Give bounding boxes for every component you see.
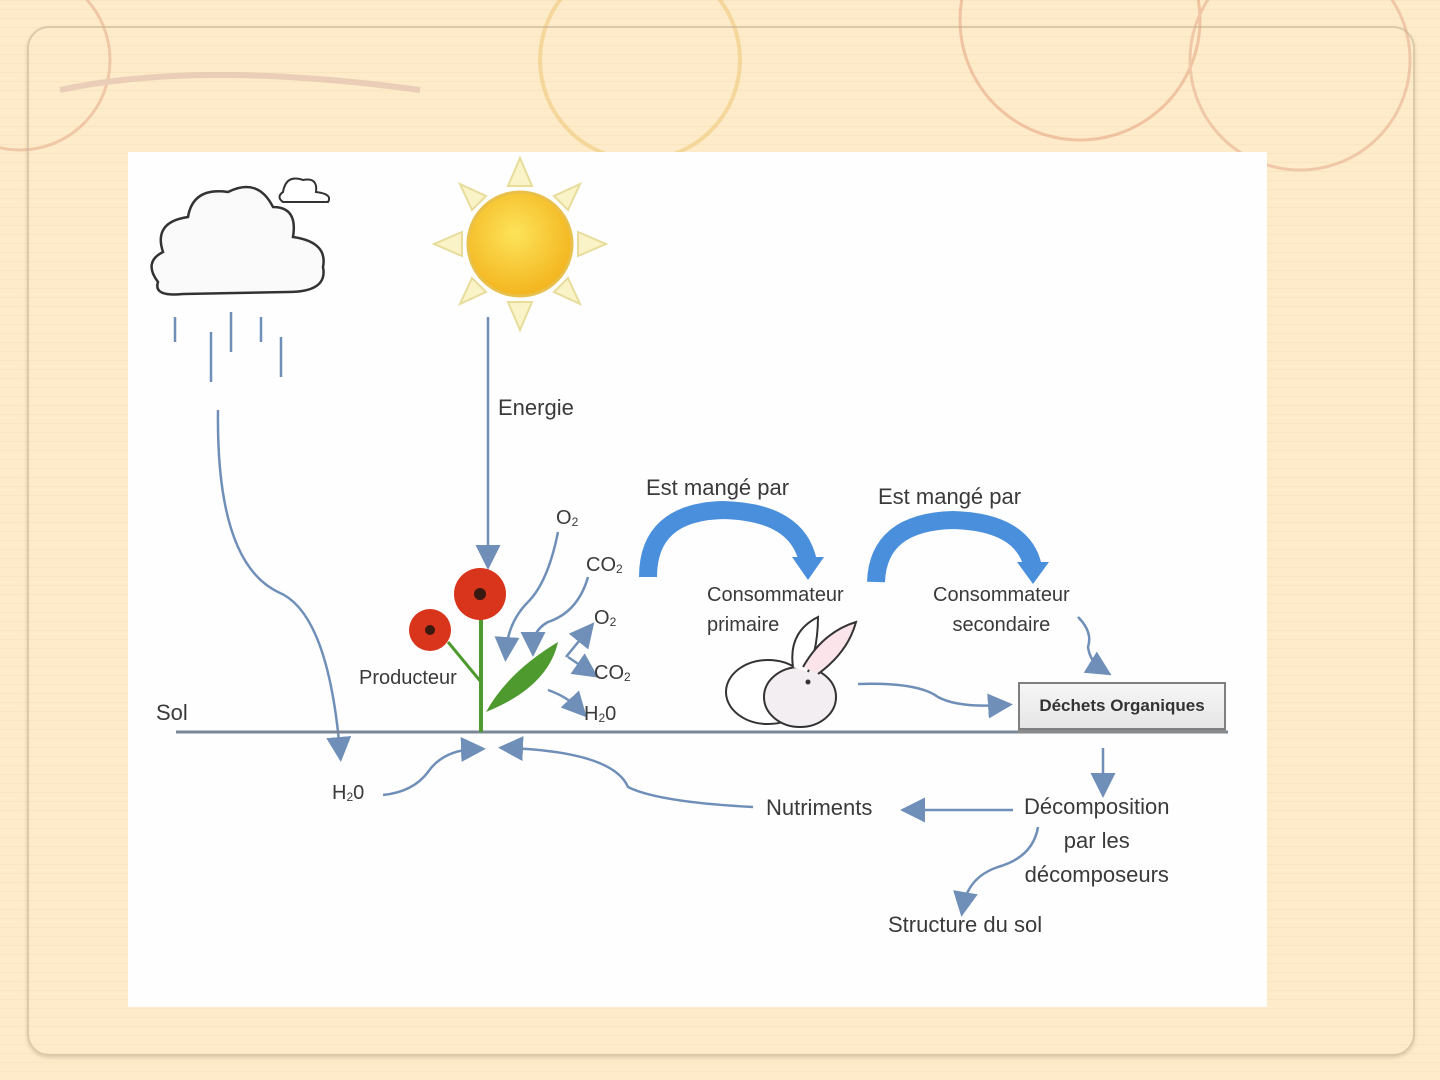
h2o-out-tail: 0	[605, 703, 617, 725]
h2o-soil-tail: 0	[353, 782, 365, 804]
soil-structure-label: Structure du sol	[888, 912, 1043, 937]
h2o-soil-text: H	[332, 782, 347, 804]
eaten-by-label-2: Est mangé par	[878, 484, 1022, 509]
soil-label: Sol	[156, 700, 188, 725]
eaten-by-label-1: Est mangé par	[646, 475, 790, 500]
h2o-soil-label: H20	[332, 782, 364, 805]
o2-out-label: O2	[594, 607, 616, 630]
organic-waste-box: Déchets Organiques	[1018, 682, 1226, 730]
primary-consumer-line-2: primaire	[707, 614, 780, 636]
co2-out-text: CO	[594, 662, 624, 684]
decomposition-line-1: Décomposition	[1024, 794, 1170, 819]
o2-in-text: O	[556, 507, 572, 529]
decomposition-label: Décomposition par les décomposeurs	[1024, 790, 1170, 892]
subscript: 2	[598, 710, 606, 725]
o2-in-label: O2	[556, 507, 578, 530]
nutrients-label: Nutriments	[766, 795, 873, 820]
producer-label: Producteur	[359, 667, 457, 689]
rain-cloud-icon	[150, 177, 331, 382]
eaten-by-arrow-2	[867, 510, 1042, 583]
slide-frame	[27, 26, 1415, 1056]
secondary-consumer-line-2: secondaire	[952, 614, 1051, 636]
energy-label: Energie	[498, 395, 574, 420]
ecosystem-diagram: Energie Est mangé par Est mangé par O2 C…	[128, 152, 1267, 1007]
eaten-by-arrow-1	[639, 500, 817, 578]
primary-consumer-label: Consommateur primaire	[707, 580, 844, 640]
sun-icon	[431, 155, 609, 333]
primary-consumer-line-1: Consommateur	[707, 584, 844, 606]
decomposition-line-2: par les	[1063, 828, 1130, 853]
rabbit-icon	[725, 615, 858, 728]
subscript: 2	[571, 514, 579, 529]
subscript: 2	[609, 614, 617, 629]
co2-out-label: CO2	[594, 662, 631, 685]
o2-out-text: O	[594, 607, 610, 629]
decomposition-line-3: décomposeurs	[1024, 862, 1169, 887]
h2o-out-label: H20	[584, 703, 616, 726]
secondary-consumer-label: Consommateur secondaire	[933, 580, 1070, 640]
subscript: 2	[616, 561, 623, 576]
secondary-consumer-line-1: Consommateur	[933, 584, 1070, 606]
subscript: 2	[624, 669, 631, 684]
h2o-out-text: H	[584, 703, 599, 725]
subscript: 2	[346, 789, 354, 804]
co2-in-label: CO2	[586, 554, 623, 577]
co2-in-text: CO	[586, 554, 616, 576]
poppy-plant-icon	[409, 568, 558, 732]
